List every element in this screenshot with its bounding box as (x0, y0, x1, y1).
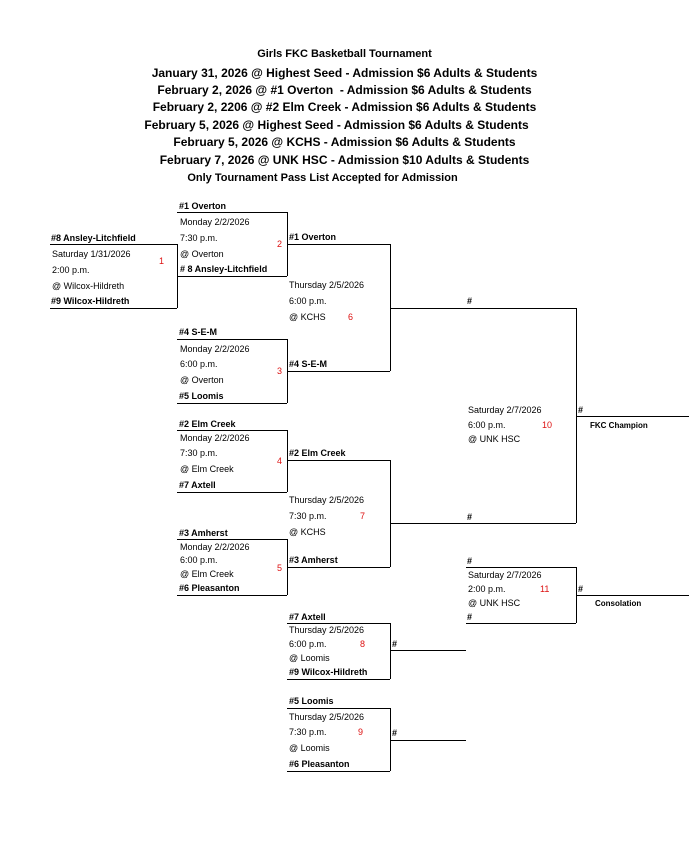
game-11-time: 2:00 p.m. (468, 584, 506, 594)
game-9-winner: # (392, 728, 398, 738)
game-3-number: 3 (277, 366, 283, 376)
schedule-line-4: February 5, 2026 @ Highest Seed - Admiss… (144, 118, 529, 132)
game-1-number: 1 (159, 256, 165, 266)
game-3-date: Monday 2/2/2026 (180, 344, 250, 354)
game-7-time: 7:30 p.m. (289, 511, 327, 521)
game-5-time: 6:00 p.m. (180, 555, 218, 565)
fkc-champion-label: FKC Champion (590, 421, 648, 430)
game-9-top-team: #5 Loomis (289, 696, 334, 706)
game-10-time: 6:00 p.m. (468, 420, 506, 430)
schedule-line-3: February 2, 2206 @ #2 Elm Creek - Admiss… (152, 100, 537, 114)
game-1-time: 2:00 p.m. (52, 265, 90, 275)
game-10-number: 10 (542, 420, 553, 430)
game-6-top-team: #1 Overton (289, 232, 337, 242)
game-11-site: @ UNK HSC (468, 598, 521, 608)
game-1-site: @ Wilcox-Hildreth (52, 281, 125, 291)
game-2-number: 2 (277, 239, 283, 249)
game-9-number: 9 (358, 727, 364, 737)
game-8-site: @ Loomis (289, 653, 330, 663)
tournament-title: Girls FKC Basketball Tournament (257, 48, 432, 60)
game-5-date: Monday 2/2/2026 (180, 542, 250, 552)
game-11-date: Saturday 2/7/2026 (468, 570, 542, 580)
game-8-date: Thursday 2/5/2026 (289, 625, 365, 635)
game-10-site: @ UNK HSC (468, 434, 521, 444)
game-4-date: Monday 2/2/2026 (180, 433, 250, 443)
game-4-number: 4 (277, 456, 283, 466)
game-3-bottom-team: #5 Loomis (179, 391, 224, 401)
game-6-bottom-team: #4 S-E-M (289, 359, 328, 369)
game-8-time: 6:00 p.m. (289, 639, 327, 649)
game-5-top-team: #3 Amherst (179, 528, 228, 538)
game-4-bottom-team: #7 Axtell (179, 480, 216, 490)
game-11-number: 11 (540, 584, 550, 594)
game-3-top-team: #4 S-E-M (179, 327, 218, 337)
game-2-bottom-team: # 8 Ansley-Litchfield (180, 264, 268, 274)
game-2-top-team: #1 Overton (179, 201, 227, 211)
game-9-date: Thursday 2/5/2026 (289, 712, 365, 722)
game-6-site: @ KCHS (289, 312, 326, 322)
game-5-number: 5 (277, 563, 283, 573)
game-11-top-team: # (467, 556, 473, 566)
game-1-date: Saturday 1/31/2026 (52, 249, 131, 259)
game-7-date: Thursday 2/5/2026 (289, 495, 365, 505)
schedule-line-2: February 2, 2026 @ #1 Overton - Admissio… (157, 83, 532, 97)
game-9-site: @ Loomis (289, 743, 330, 753)
game-5-bottom-team: #6 Pleasanton (179, 583, 240, 593)
game-7-site: @ KCHS (289, 527, 326, 537)
game-10-winner: # (578, 405, 584, 415)
game-9-bottom-team: #6 Pleasanton (289, 759, 350, 769)
game-8-number: 8 (360, 639, 366, 649)
game-6-date: Thursday 2/5/2026 (289, 280, 365, 290)
game-3-time: 6:00 p.m. (180, 359, 218, 369)
game-10-bottom-team: # (467, 512, 473, 522)
game-6-time: 6:00 p.m. (289, 296, 327, 306)
game-3-site: @ Overton (180, 375, 224, 385)
schedule-line-6: February 7, 2026 @ UNK HSC - Admission $… (159, 153, 530, 167)
game-10-top-team: # (467, 296, 473, 306)
game-4-site: @ Elm Creek (180, 464, 234, 474)
game-8-bottom-team: #9 Wilcox-Hildreth (289, 667, 368, 677)
game-2-site: @ Overton (180, 249, 224, 259)
admission-note: Only Tournament Pass List Accepted for A… (187, 172, 458, 184)
consolation-label: Consolation (595, 599, 642, 608)
game-9-time: 7:30 p.m. (289, 727, 327, 737)
game-7-top-team: #2 Elm Creek (289, 448, 346, 458)
game-8-top-team: #7 Axtell (289, 612, 326, 622)
game-2-date: Monday 2/2/2026 (180, 217, 250, 227)
game-2-time: 7:30 p.m. (180, 233, 218, 243)
game-10-date: Saturday 2/7/2026 (468, 405, 542, 415)
game-1-top-team: #8 Ansley-Litchfield (51, 233, 136, 243)
game-5-site: @ Elm Creek (180, 569, 234, 579)
game-6-number: 6 (348, 312, 354, 322)
game-4-top-team: #2 Elm Creek (179, 419, 236, 429)
game-4-time: 7:30 p.m. (180, 448, 218, 458)
game-7-bottom-team: #3 Amherst (289, 555, 338, 565)
schedule-line-1: January 31, 2026 @ Highest Seed - Admiss… (151, 66, 538, 80)
game-1-bottom-team: #9 Wilcox-Hildreth (51, 296, 130, 306)
game-11-bottom-team: # (467, 612, 473, 622)
schedule-line-5: February 5, 2026 @ KCHS - Admission $6 A… (173, 135, 516, 149)
game-11-winner: # (578, 584, 584, 594)
game-8-winner: # (392, 639, 398, 649)
game-7-number: 7 (360, 511, 366, 521)
